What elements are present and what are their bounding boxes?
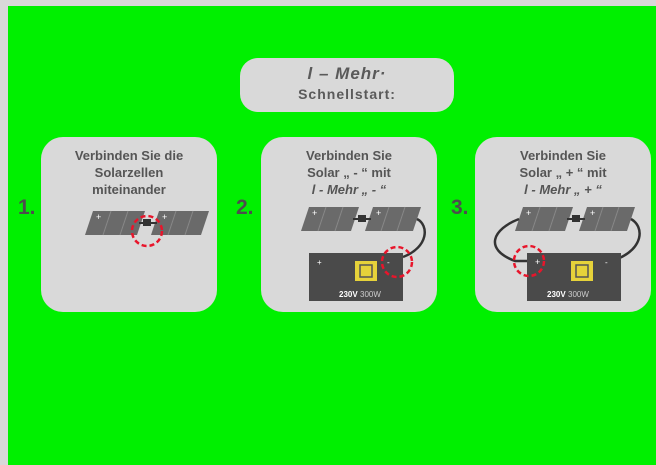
- solar-panel-right-icon: +: [579, 206, 635, 232]
- step-1-number: 1.: [18, 196, 36, 219]
- step-1-line-3: miteinander: [92, 182, 166, 197]
- step-2-illustration: + + + - 230V 300W: [301, 206, 426, 301]
- solar-panel-right-icon: +: [151, 210, 209, 236]
- device-wattage-label: 300W: [568, 290, 589, 299]
- slide-canvas: l – Mehr· Schnellstart: 1. Verbinden Sie…: [8, 6, 656, 465]
- step-1-card: Verbinden Sie die Solarzellen miteinande…: [41, 137, 217, 312]
- title-quickstart: Schnellstart:: [298, 86, 396, 102]
- device-wattage-label: 300W: [360, 290, 381, 299]
- step-3-instruction: Verbinden Sie Solar „ + “ mit l - Mehr „…: [475, 147, 651, 198]
- step-3-line-2: Solar „ + “ mit: [519, 165, 607, 180]
- step-2-line-1: Verbinden Sie: [306, 148, 392, 163]
- title-box: l – Mehr· Schnellstart:: [240, 58, 454, 112]
- step-3-line-1: Verbinden Sie: [520, 148, 606, 163]
- step-3-card: Verbinden Sie Solar „ + “ mit l - Mehr „…: [475, 137, 651, 312]
- step-1-instruction: Verbinden Sie die Solarzellen miteinande…: [41, 147, 217, 198]
- svg-text:-: -: [387, 258, 390, 267]
- solar-panel-left-icon: +: [301, 206, 359, 232]
- step-2-line-2: Solar „ - “ mit: [307, 165, 391, 180]
- step-2-number: 2.: [236, 196, 254, 219]
- connector-plug-icon: [143, 219, 151, 226]
- svg-text:+: +: [162, 212, 167, 222]
- device-voltage-label: 230V: [547, 290, 566, 299]
- step-3-illustration: + + + - 230V 300W: [493, 206, 641, 301]
- step-1-illustration: + +: [85, 210, 209, 248]
- svg-text:+: +: [526, 208, 531, 218]
- highlight-circle-icon: [512, 244, 546, 278]
- svg-text:+: +: [317, 258, 322, 267]
- positive-cable: [493, 217, 529, 263]
- solar-panel-left-icon: +: [85, 210, 145, 236]
- step-3-number: 3.: [451, 196, 469, 219]
- step-2-instruction: Verbinden Sie Solar „ - “ mit l - Mehr „…: [261, 147, 437, 198]
- step-2-card: Verbinden Sie Solar „ - “ mit l - Mehr „…: [261, 137, 437, 312]
- step-1-line-2: Solarzellen: [94, 165, 164, 180]
- step-3-line-3: l - Mehr „ + “: [524, 182, 602, 197]
- device-voltage-label: 230V: [339, 290, 358, 299]
- svg-text:+: +: [96, 212, 101, 222]
- step-1-line-1: Verbinden Sie die: [74, 148, 184, 163]
- svg-text:-: -: [605, 258, 608, 267]
- svg-text:+: +: [535, 257, 540, 267]
- power-station-device-icon: + - 230V 300W: [309, 253, 403, 301]
- power-station-device-icon: + - 230V 300W: [527, 253, 621, 301]
- svg-text:+: +: [312, 208, 317, 218]
- title-product-name: l – Mehr·: [307, 64, 387, 83]
- solar-panel-left-icon: +: [515, 206, 573, 232]
- highlight-circle-icon: [130, 214, 164, 248]
- svg-text:+: +: [376, 208, 381, 218]
- negative-cable: [616, 217, 641, 261]
- step-2-line-3: l - Mehr „ - “: [311, 182, 387, 197]
- solar-panel-right-icon: +: [365, 206, 421, 232]
- svg-text:+: +: [590, 208, 595, 218]
- highlight-circle-icon: [380, 245, 414, 279]
